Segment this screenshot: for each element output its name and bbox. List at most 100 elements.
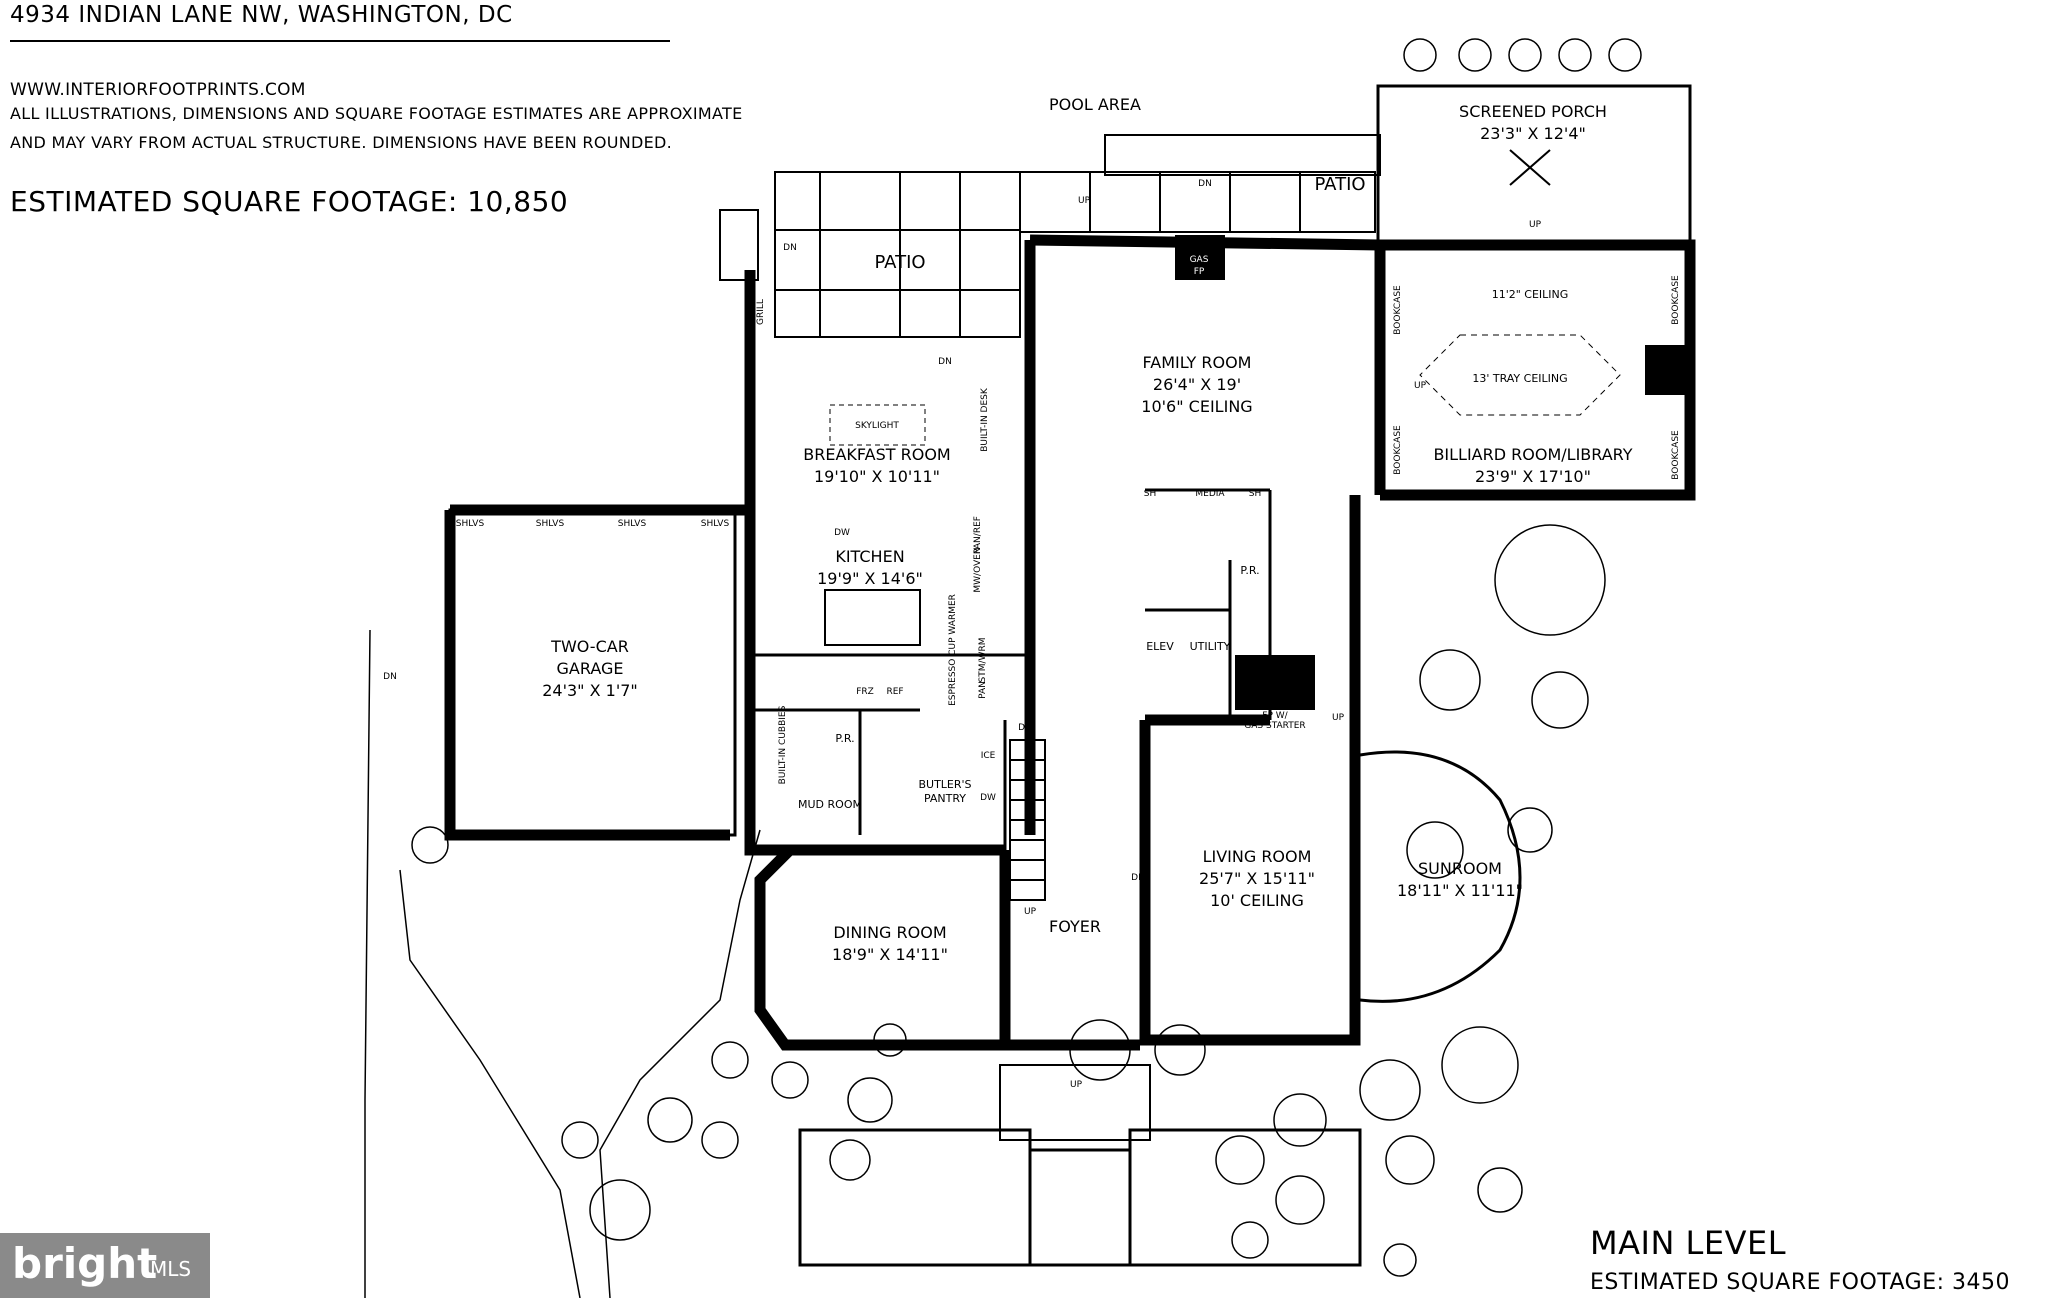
billiard-fireplace xyxy=(1645,345,1690,395)
patio-dn-marker: DN xyxy=(938,357,952,367)
tray-ceiling-label: 13' TRAY CEILING xyxy=(1472,372,1567,385)
stairs xyxy=(1009,739,1046,901)
patios xyxy=(719,134,1381,338)
entry-up-marker: UP xyxy=(1070,1080,1083,1090)
espresso-label: ESPRESSO CUP WARMER xyxy=(948,594,958,706)
pan-ref-label: PAN/REF xyxy=(973,516,983,554)
shelves-label-4: SHLVS xyxy=(701,519,730,529)
foyer-label: FOYER xyxy=(1049,917,1101,936)
ceiling-fan-icon xyxy=(1509,149,1551,186)
screened-porch-dimensions: 23'3" X 12'4" xyxy=(1480,124,1586,143)
grill-label: GRILL xyxy=(756,299,766,325)
billiard-ceiling-label: 11'2" CEILING xyxy=(1492,288,1569,301)
mls-brand: bright xyxy=(12,1239,158,1288)
porch-dn-marker: DN xyxy=(1198,179,1212,189)
pool-area-label: POOL AREA xyxy=(1049,95,1141,114)
patio-left-label: PATIO xyxy=(874,252,925,273)
exterior-dn-marker: DN xyxy=(383,672,397,682)
shelves-label-1: SHLVS xyxy=(456,519,485,529)
family-room-dimensions: 26'4" X 19' xyxy=(1153,375,1241,394)
front-planters xyxy=(798,1064,1362,1267)
property-address: 4934 INDIAN LANE NW, WASHINGTON, DC xyxy=(10,2,513,28)
dining-room-dimensions: 18'9" X 14'11" xyxy=(832,945,948,964)
shelves-label-2: SHLVS xyxy=(536,519,565,529)
bookcase-label-3: BOOKCASE xyxy=(1671,275,1681,325)
billiard-gas-fp-label: GAS xyxy=(1651,367,1670,377)
sunroom-up-marker: UP xyxy=(1332,713,1345,723)
tray-ceiling-outline xyxy=(1419,334,1621,416)
sunroom-dimensions: 18'11" X 11'11" xyxy=(1397,881,1523,900)
kitchen-label: KITCHEN xyxy=(835,547,904,566)
living-fp-label: FP W/ xyxy=(1262,711,1288,721)
butler-dw-label: DW xyxy=(980,793,996,803)
billiard-room-dimensions: 23'9" X 17'10" xyxy=(1475,467,1591,486)
elevator-label: ELEV xyxy=(1146,640,1174,653)
built-in-cubbies-label: BUILT-IN CUBBIES xyxy=(778,705,788,784)
shelves-label-3: SHLVS xyxy=(618,519,647,529)
powder-room-label: P.R. xyxy=(835,732,854,745)
living-fireplace xyxy=(1235,655,1315,710)
patio-right-label: PATIO xyxy=(1314,174,1365,195)
landscaping xyxy=(364,38,1642,1298)
shelf-label-1: SH xyxy=(1144,489,1156,499)
refrigerator-label: REF xyxy=(886,687,903,697)
porch-up-marker: UP xyxy=(1529,220,1542,230)
kitchen-island xyxy=(824,589,921,646)
dining-room-label: DINING ROOM xyxy=(833,923,946,942)
bookcase-label-1: BOOKCASE xyxy=(1393,285,1403,335)
family-room-ceiling: 10'6" CEILING xyxy=(1141,397,1252,416)
garage-outline xyxy=(448,508,737,837)
family-room-label: FAMILY ROOM xyxy=(1143,353,1252,372)
pantry-cabinet-label: PAN xyxy=(978,681,988,699)
butlers-label: BUTLER'S xyxy=(918,778,971,791)
level-name: MAIN LEVEL xyxy=(1590,1224,1787,1262)
skylight-label: SKYLIGHT xyxy=(855,421,899,431)
living-room-dimensions: 25'7" X 15'11" xyxy=(1199,869,1315,888)
screened-porch-label: SCREENED PORCH xyxy=(1459,102,1607,121)
skylight-outline xyxy=(829,404,926,446)
bookcase-label-2: BOOKCASE xyxy=(1393,425,1403,475)
billiard-room-label: BILLIARD ROOM/LIBRARY xyxy=(1433,445,1632,464)
pool-up-marker: UP xyxy=(1078,196,1091,206)
garage-dimensions: 24'3" X 1'7" xyxy=(542,681,638,700)
mw-oven-label: MW/OVEN xyxy=(973,547,983,592)
living-room-ceiling: 10' CEILING xyxy=(1210,891,1304,910)
ice-maker-label: ICE xyxy=(981,751,996,761)
breakfast-room-dimensions: 19'10" X 10'11" xyxy=(814,467,940,486)
garage-label-2: GARAGE xyxy=(557,659,624,678)
billiard-up-marker: UP xyxy=(1414,381,1427,391)
website-text: WWW.INTERIORFOOTPRINTS.COM xyxy=(10,80,306,100)
billiard-gas-fp-label-2: FP xyxy=(1655,379,1666,389)
media-label: MEDIA xyxy=(1195,489,1225,499)
stair-dn-marker: DN xyxy=(1018,723,1032,733)
garage-label: TWO-CAR xyxy=(550,637,629,656)
dishwasher-label: DW xyxy=(834,528,850,538)
shelf-label-2: SH xyxy=(1249,489,1261,499)
sunroom-label: SUNROOM xyxy=(1418,859,1502,878)
kitchen-dimensions: 19'9" X 14'6" xyxy=(817,569,923,588)
bright-mls-logo: bright MLS xyxy=(0,1233,210,1298)
level-square-footage: ESTIMATED SQUARE FOOTAGE: 3450 xyxy=(1590,1270,2011,1295)
freezer-label: FRZ xyxy=(856,687,874,697)
living-fp-label-2: GAS STARTER xyxy=(1244,721,1305,731)
address-underline xyxy=(10,40,670,42)
utility-label: UTILITY xyxy=(1190,640,1231,653)
bookcase-label-4: BOOKCASE xyxy=(1671,430,1681,480)
family-gas-fp-label-2: FP xyxy=(1194,267,1205,277)
deck-dn-marker: DN xyxy=(783,243,797,253)
mud-room-label: MUD ROOM xyxy=(798,798,862,811)
living-room-label: LIVING ROOM xyxy=(1203,847,1312,866)
family-fireplace xyxy=(1175,235,1225,280)
pantry-label: PANTRY xyxy=(924,792,966,805)
steam-warmer-label: STM/WRM xyxy=(978,638,988,683)
built-in-desk-label: BUILT-IN DESK xyxy=(980,387,990,452)
disclaimer-line-1: ALL ILLUSTRATIONS, DIMENSIONS AND SQUARE… xyxy=(10,104,743,123)
powder-room-2-label: P.R. xyxy=(1240,564,1259,577)
family-gas-fp-label: GAS xyxy=(1190,255,1209,265)
living-dn-marker: DN xyxy=(1131,873,1145,883)
breakfast-room-label: BREAKFAST ROOM xyxy=(803,445,950,464)
mls-suffix: MLS xyxy=(150,1257,192,1281)
stair-up-marker: UP xyxy=(1024,907,1037,917)
disclaimer-line-2: AND MAY VARY FROM ACTUAL STRUCTURE. DIME… xyxy=(10,133,673,152)
